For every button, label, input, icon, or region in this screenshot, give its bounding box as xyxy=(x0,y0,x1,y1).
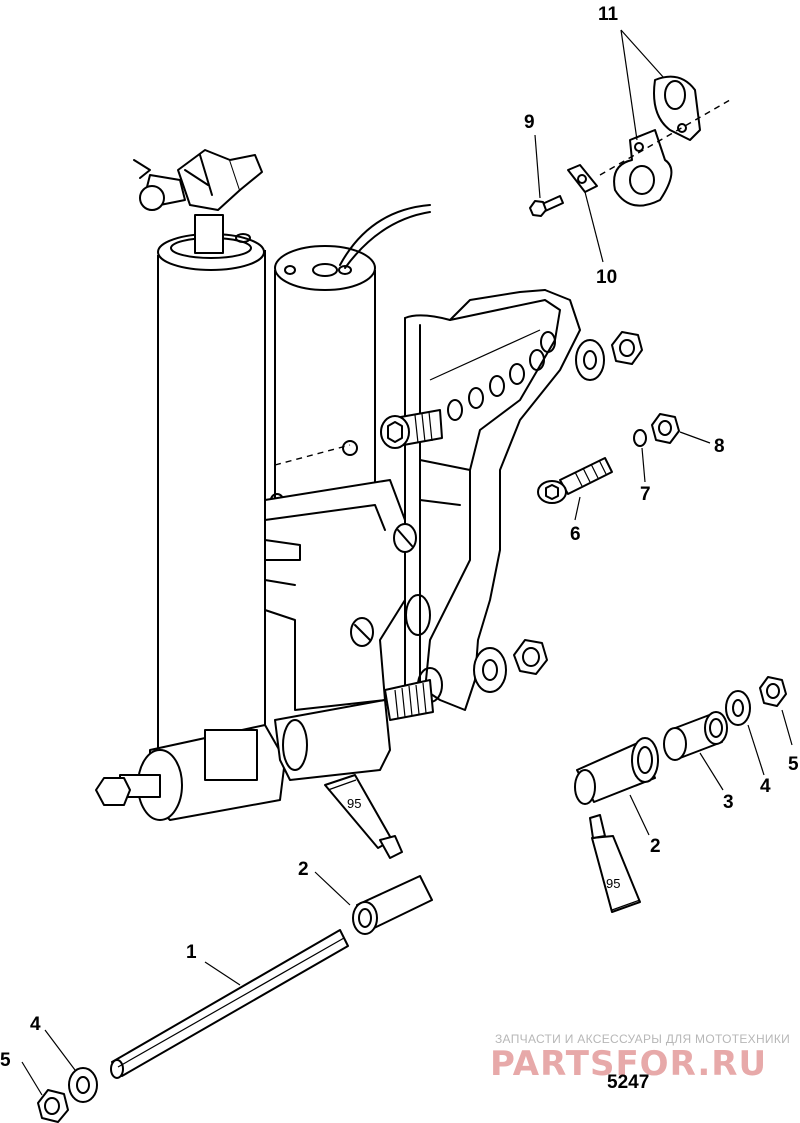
hose-fitting xyxy=(133,149,263,211)
leader-lines xyxy=(21,29,793,1096)
bushing-2-right xyxy=(574,737,659,805)
sealant-label-upper: 95 xyxy=(347,796,361,811)
upper-washer-nut xyxy=(575,331,643,381)
callout-2-lower: 2 xyxy=(298,859,309,880)
trim-cylinder xyxy=(157,214,266,761)
callout-7: 7 xyxy=(640,484,651,505)
sealant-label-lower: 95 xyxy=(606,876,620,891)
bolt-9 xyxy=(529,195,564,217)
callout-4-left: 4 xyxy=(30,1014,41,1035)
watermark-caption: ЗАПЧАСТИ И АКСЕССУАРЫ ДЛЯ МОТОТЕХНИКИ xyxy=(495,1032,790,1046)
callout-3: 3 xyxy=(723,792,734,813)
threaded-stud-lower xyxy=(384,679,434,721)
callout-5-left: 5 xyxy=(0,1050,11,1071)
pivot-bosses xyxy=(95,699,391,821)
screw-6 xyxy=(537,457,613,504)
nut-5-left xyxy=(37,1089,69,1123)
callout-1: 1 xyxy=(186,942,197,963)
nut-8 xyxy=(651,413,680,444)
lower-washer-nut xyxy=(473,639,548,693)
pump-motor xyxy=(270,204,431,507)
bushing-2-lower xyxy=(352,875,433,935)
rod-1 xyxy=(110,929,349,1079)
callout-6: 6 xyxy=(570,524,581,545)
callout-9: 9 xyxy=(524,112,535,133)
figure-number: 5247 xyxy=(607,1072,649,1093)
sealant-tube-upper xyxy=(324,774,403,859)
mounting-bracket xyxy=(404,289,581,711)
washer-7 xyxy=(633,429,647,447)
callout-2-right: 2 xyxy=(650,836,661,857)
sealant-tube-lower xyxy=(589,814,641,913)
callout-11: 11 xyxy=(598,4,619,25)
watermark-logo: PARTSFOR.RU xyxy=(490,1044,767,1084)
nut-plate-10 xyxy=(567,164,598,193)
callout-5-right: 5 xyxy=(788,754,799,775)
washer-4-left xyxy=(68,1067,98,1103)
pump-manifold xyxy=(264,479,417,711)
sleeve-3 xyxy=(663,711,728,761)
callout-4-right: 4 xyxy=(760,776,771,797)
callout-8: 8 xyxy=(714,436,725,457)
callout-10: 10 xyxy=(596,267,617,288)
pivot-bolt-upper xyxy=(380,409,443,449)
hose-clamp-11 xyxy=(599,75,731,207)
nut-5-right xyxy=(759,676,787,707)
washer-4-right xyxy=(725,690,751,726)
